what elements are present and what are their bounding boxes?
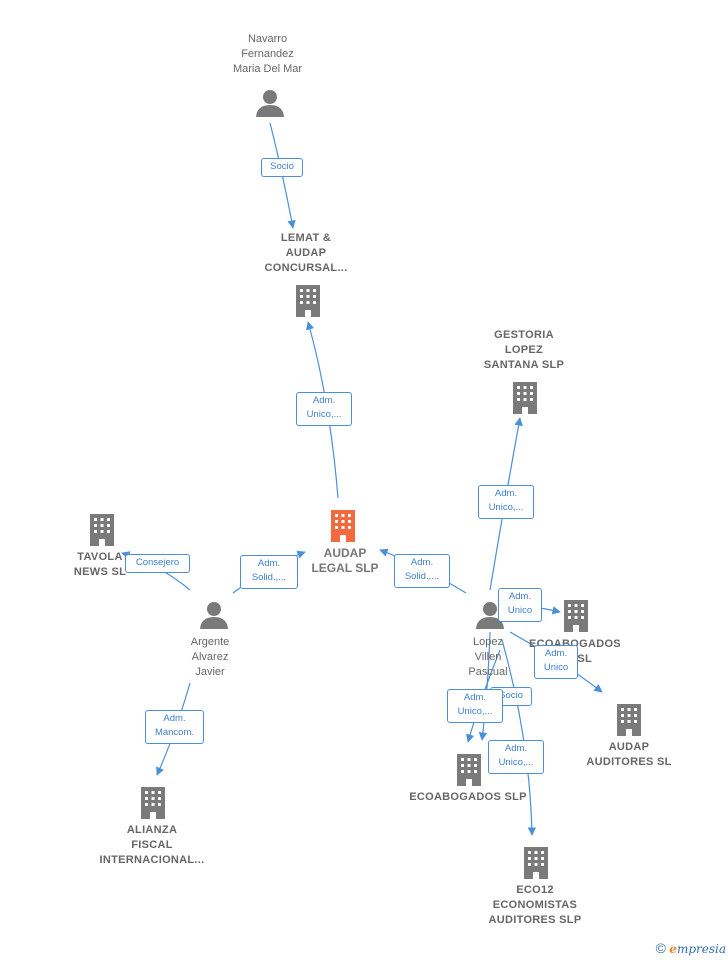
node-label-lemat[interactable]: LEMAT & AUDAP CONCURSAL...: [264, 232, 348, 274]
edge-label-adm-unico[interactable]: Adm. Unico: [498, 588, 542, 622]
node-label-audap-auditores[interactable]: AUDAP AUDITORES SL: [586, 741, 672, 768]
empresia-logo: © empresia: [656, 940, 726, 956]
edge-label-adm-solid[interactable]: Adm. Solid.,...: [240, 555, 298, 589]
edge-adm-lopez-eco12: [501, 639, 537, 836]
building-icon[interactable]: [520, 845, 552, 879]
edge-label-adm-mancom[interactable]: Adm. Mancom.: [145, 710, 204, 744]
building-icon[interactable]: [292, 283, 324, 317]
node-label-audap-legal[interactable]: AUDAP LEGAL SLP: [311, 546, 379, 575]
node-label-gestoria[interactable]: GESTORIA LOPEZ SANTANA SLP: [483, 329, 565, 371]
building-icon[interactable]: [509, 380, 541, 414]
brand-name: empresia: [669, 942, 726, 956]
node-label-tavola[interactable]: TAVOLA NEWS SL: [73, 551, 127, 578]
edge-label-adm-unico[interactable]: Adm. Unico,...: [296, 392, 352, 426]
building-icon[interactable]: [613, 702, 645, 736]
edge-label-adm-unico[interactable]: Adm. Unico: [534, 645, 578, 679]
edge-label-socio[interactable]: Socio: [261, 158, 303, 177]
node-label-lopez[interactable]: Lopez Villen Pascual: [468, 636, 508, 678]
edge-label-consejero[interactable]: Consejero: [125, 554, 190, 573]
node-label-alianza[interactable]: ALIANZA FISCAL INTERNACIONAL...: [99, 824, 205, 866]
edge-label-adm-unico[interactable]: Adm. Unico,...: [488, 740, 544, 774]
node-label-argente[interactable]: Argente Alvarez Javier: [190, 636, 230, 678]
node-label-navarro[interactable]: Navarro Fernandez Maria Del Mar: [232, 33, 303, 75]
person-icon[interactable]: [255, 88, 285, 118]
building-icon-main[interactable]: [327, 508, 359, 542]
edge-socio-lopez: [478, 631, 491, 741]
building-icon[interactable]: [137, 785, 169, 819]
building-icon[interactable]: [560, 598, 592, 632]
edge-label-adm-solid[interactable]: Adm. Solid.,...: [394, 554, 450, 588]
copyright-icon: ©: [655, 940, 666, 956]
edge-label-adm-unico[interactable]: Adm. Unico,...: [478, 485, 534, 519]
person-icon[interactable]: [475, 600, 505, 630]
edge-label-adm-unico[interactable]: Adm. Unico,...: [447, 689, 503, 723]
building-icon[interactable]: [86, 512, 118, 546]
node-label-eco12[interactable]: ECO12 ECONOMISTAS AUDITORES SLP: [488, 884, 582, 926]
node-label-ecoabogados-slp[interactable]: ECOABOGADOS SLP: [409, 791, 527, 803]
person-icon[interactable]: [199, 600, 229, 630]
building-icon[interactable]: [453, 752, 485, 786]
